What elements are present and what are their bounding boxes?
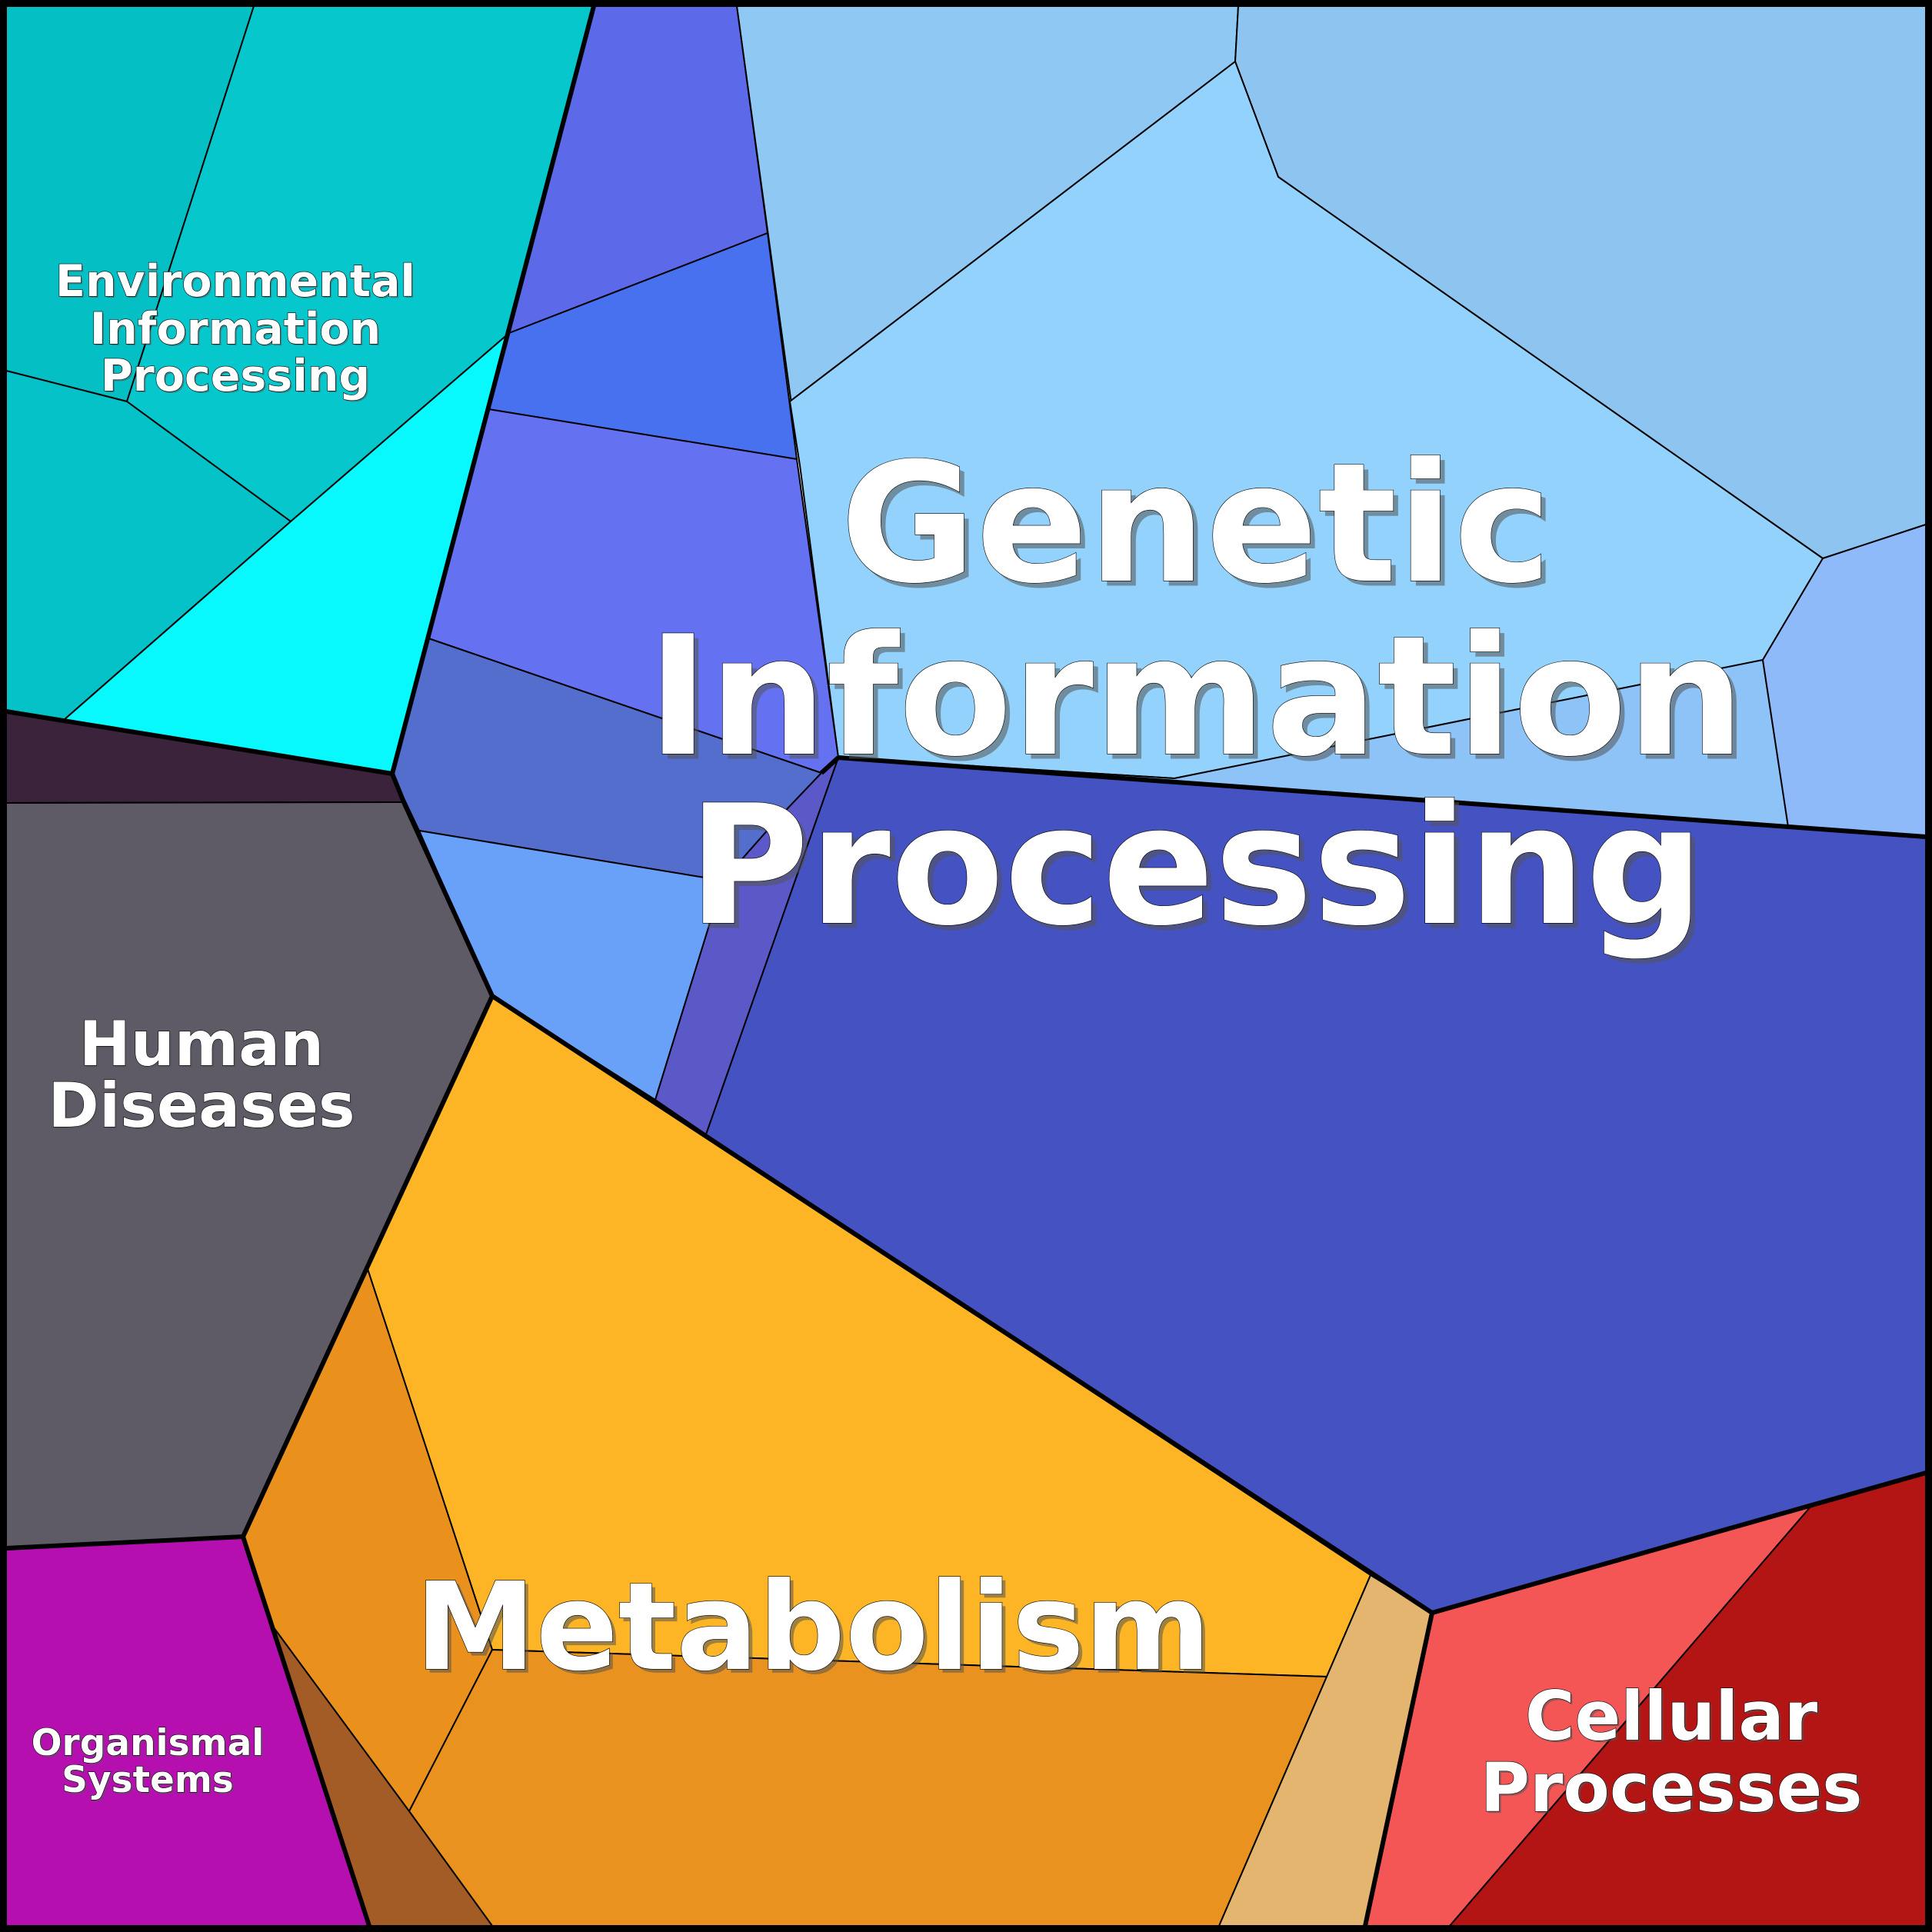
- cellular-label-shadow-1: Processes: [1482, 1750, 1864, 1830]
- env-label: EnvironmentalEnvironmentalInformationInf…: [55, 255, 417, 403]
- env-label-shadow-1: Information: [92, 305, 382, 356]
- gip-label-line-2: Processing: [688, 769, 1704, 962]
- category-border-6: [819, 755, 841, 775]
- cellular-label-line-0: Cellular: [1525, 1677, 1818, 1756]
- env-label-line-1: Information: [90, 304, 381, 355]
- human-label-line-0: Human: [79, 1008, 324, 1080]
- category-border-5: [838, 755, 1927, 839]
- organismal-label-shadow-1: Systems: [63, 1760, 235, 1803]
- gip-label-shadow-0: Genetic: [845, 431, 1557, 625]
- metabolism-label-line-0: Metabolism: [415, 1557, 1211, 1698]
- organismal-label-line-0: Organismal: [32, 1722, 265, 1764]
- category-border-0: [390, 5, 596, 774]
- organismal-label-line-1: Systems: [62, 1759, 234, 1801]
- human-label-line-1: Diseases: [48, 1070, 355, 1141]
- env-label-line-0: Environmental: [55, 256, 415, 307]
- cellular-label-shadow-0: Cellular: [1527, 1679, 1820, 1758]
- gip-label-line-1: Information: [648, 600, 1745, 793]
- cellular-label-line-1: Processes: [1480, 1748, 1862, 1827]
- metabolism-label-shadow-0: Metabolism: [418, 1561, 1214, 1702]
- category-border-1: [5, 709, 495, 1551]
- category-border-2: [241, 1536, 371, 1927]
- gip-label: GeneticGeneticInformationInformationProc…: [647, 426, 1750, 967]
- category-border-4: [1363, 1612, 1434, 1927]
- organismal-label-shadow-0: Organismal: [33, 1724, 266, 1766]
- env-label-shadow-0: Environmental: [57, 258, 417, 308]
- gip-label-shadow-2: Processing: [693, 774, 1709, 967]
- label-layer: GeneticGeneticInformationInformationProc…: [31, 255, 1864, 1830]
- human-label-shadow-1: Diseases: [50, 1071, 357, 1143]
- env-label-shadow-2: Processing: [102, 352, 371, 403]
- human-label-shadow-0: Human: [81, 1010, 325, 1081]
- gip-label-shadow-1: Information: [652, 605, 1750, 798]
- env-label-line-2: Processing: [101, 351, 370, 401]
- gip-label-line-0: Genetic: [840, 427, 1551, 620]
